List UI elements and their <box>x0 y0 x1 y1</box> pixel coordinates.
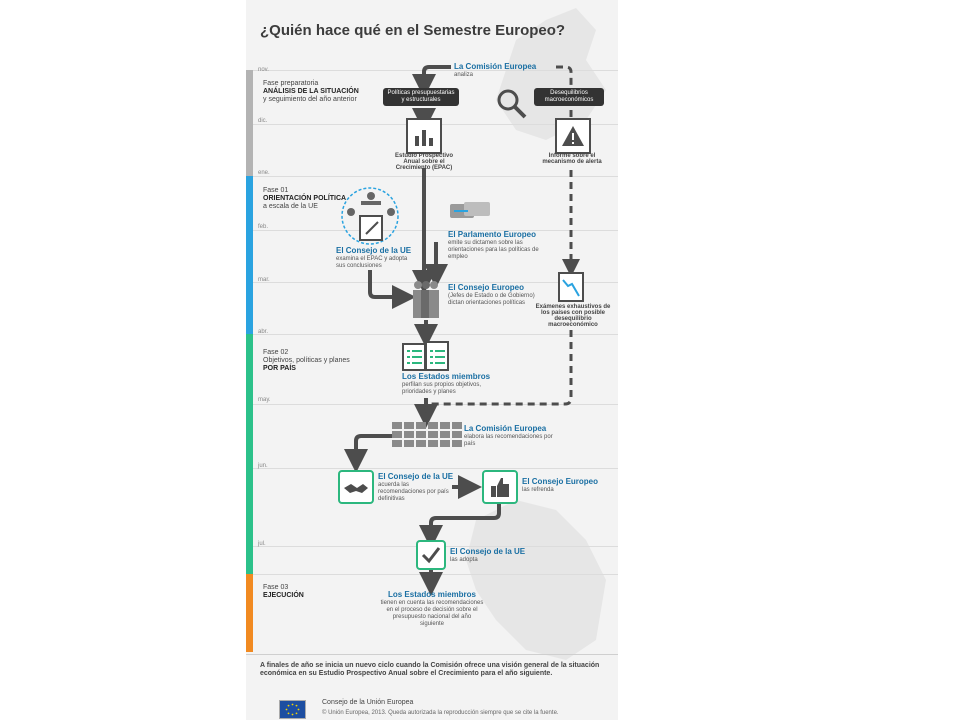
box-heading: La Comisión Europea <box>464 424 547 433</box>
phase-bold: POR PAÍS <box>263 365 296 372</box>
exams-chart-icon <box>558 272 584 302</box>
speech-bubbles-icon <box>450 202 490 218</box>
phase-title: Fase 01 <box>263 187 289 194</box>
thumbs-up-icon <box>482 470 518 504</box>
box-heading: El Consejo de la UE <box>378 472 454 481</box>
flow-arrows <box>341 65 580 596</box>
epac-report-icon <box>406 118 442 154</box>
box-heading: Los Estados miembros <box>387 590 477 599</box>
alert-report-icon <box>555 118 591 154</box>
month-line <box>253 230 618 231</box>
epac-label: Estudio Prospectivo Anual sobre el Creci… <box>394 153 453 171</box>
box-text: analiza <box>454 72 474 78</box>
european-council-endorses: El Consejo Europeo las refrenda <box>522 477 612 494</box>
phase-bold: ORIENTACIÓN POLÍTICA <box>263 195 347 202</box>
national-plans-icon <box>402 341 449 371</box>
commission-recommendations: La Comisión Europea elabora las recomend… <box>464 424 564 448</box>
phase-3-label: Fase 03 EJECUCIÓN <box>263 584 304 600</box>
phase-bar-preparatory <box>246 70 253 176</box>
phase-title: Fase 03 <box>263 584 289 591</box>
page-title: ¿Quién hace qué en el Semestre Europeo? <box>260 22 566 39</box>
phase-bold: ANÁLISIS DE LA SITUACIÓN <box>263 88 359 95</box>
europe-map-background <box>466 8 606 660</box>
box-text: examina el EPAC y adopta sus conclusione… <box>336 256 408 269</box>
month-label: jun. <box>258 463 268 469</box>
alert-label: Informe sobre el mecanismo de alerta <box>542 153 602 165</box>
phase-title: Fase preparatoria <box>263 80 319 87</box>
box-heading: El Consejo de la UE <box>450 547 526 556</box>
box-heading: El Consejo de la UE <box>336 246 412 255</box>
phase-bar-1 <box>246 176 253 334</box>
month-label: may. <box>258 397 271 403</box>
month-label: abr. <box>258 329 269 335</box>
member-states-plans: Los Estados miembros perfilan sus propio… <box>402 372 512 396</box>
european-council-guidance: El Consejo Europeo (Jefes de Estado o de… <box>448 283 542 307</box>
box-heading: La Comisión Europea <box>454 62 537 71</box>
box-text: (Jefes de Estado o de Gobierno) dictan o… <box>448 293 535 306</box>
box-text: acuerda las recomendaciones por país def… <box>378 482 449 502</box>
copyright-notice: © Unión Europea, 2013. Queda autorizada … <box>322 710 559 716</box>
phase-bold: EJECUCIÓN <box>263 592 304 599</box>
phase-subtitle: y seguimiento del año anterior <box>263 96 357 103</box>
month-line <box>253 176 618 177</box>
box-text: tienen en cuenta las recomendaciones en … <box>380 600 484 627</box>
checkmark-icon <box>416 540 446 570</box>
box-heading: El Consejo Europeo <box>522 477 599 486</box>
eu-flag-icon <box>279 700 306 719</box>
month-label: ene. <box>258 170 270 176</box>
phase-1-label: Fase 01 ORIENTACIÓN POLÍTICA a escala de… <box>263 187 346 211</box>
box-text: elabora las recomendaciones por país <box>464 434 553 447</box>
parliament-opinion: El Parlamento Europeo emite su dictamen … <box>448 230 548 261</box>
council-meeting-icon <box>347 192 395 241</box>
infographic-sheet: ¿Quién hace qué en el Semestre Europeo? … <box>246 0 618 720</box>
pill-budget-policies: Políticas presupuestarias y estructurale… <box>383 88 459 106</box>
heads-of-state-icon <box>413 281 439 318</box>
exams-label: Exámenes exhaustivos de los países con p… <box>535 304 611 328</box>
footer-divider <box>246 654 618 655</box>
council-adopts: El Consejo de la UE las adopta <box>450 547 540 564</box>
commission-analyses: La Comisión Europea analiza <box>454 62 536 79</box>
month-label: mar. <box>258 277 270 283</box>
phase-2-label: Fase 02 Objetivos, políticas y planes PO… <box>263 349 350 373</box>
box-heading: Los Estados miembros <box>402 372 491 381</box>
box-heading: El Consejo Europeo <box>448 283 525 292</box>
box-text: perfilan sus propios objetivos, priorida… <box>402 382 482 395</box>
month-label: jul. <box>258 541 266 547</box>
phase-preparatory-label: Fase preparatoria ANÁLISIS DE LA SITUACI… <box>263 80 359 104</box>
box-text: las adopta <box>450 557 478 563</box>
phase-subtitle: Objetivos, políticas y planes <box>263 357 350 364</box>
member-states-implementation: Los Estados miembros tienen en cuenta la… <box>380 590 484 628</box>
month-line <box>253 468 618 469</box>
council-agrees-recommendations: El Consejo de la UE acuerda las recomend… <box>378 472 454 503</box>
pill-macro-imbalances: Desequilibrios macroeconómicos <box>534 88 604 106</box>
box-heading: El Parlamento Europeo <box>448 230 537 239</box>
month-label: feb. <box>258 224 269 230</box>
phase-bar-2 <box>246 334 253 574</box>
footer-note: A finales de año se inicia un nuevo cicl… <box>260 662 600 677</box>
month-label: nov. <box>258 67 269 73</box>
organization-name: Consejo de la Unión Europea <box>322 699 414 706</box>
magnifier-icon <box>497 89 527 119</box>
phase-subtitle: a escala de la UE <box>263 203 318 210</box>
recommendations-grid-icon <box>392 422 462 447</box>
month-label: dic. <box>258 118 268 124</box>
phase-title: Fase 02 <box>263 349 289 356</box>
box-text: las refrenda <box>522 487 554 493</box>
council-examines-epac: El Consejo de la UE examina el EPAC y ad… <box>336 246 416 270</box>
month-line <box>253 70 618 71</box>
handshake-icon <box>338 470 374 504</box>
box-text: emite su dictamen sobre las orientacione… <box>448 240 539 260</box>
phase-bar-3 <box>246 574 253 652</box>
